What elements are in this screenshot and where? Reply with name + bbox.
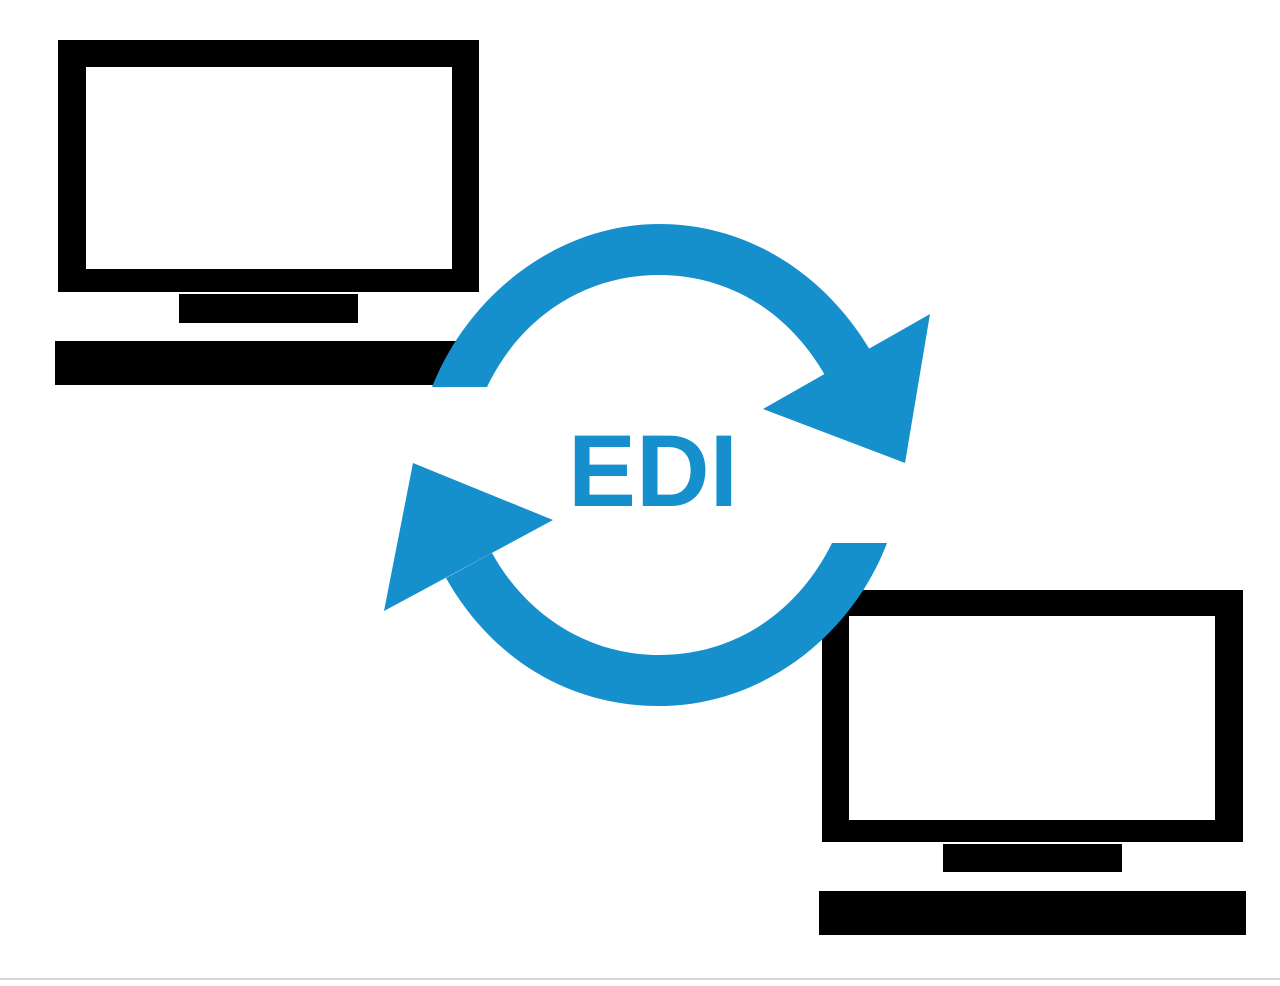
- keyboard-base: [55, 341, 475, 385]
- monitor-screen: [86, 67, 452, 269]
- upper-arrow-arc: [432, 224, 870, 387]
- keyboard-base: [819, 891, 1246, 935]
- bottom-divider: [0, 978, 1280, 980]
- edi-label: EDI: [568, 414, 738, 528]
- sync-arrows-icon: [384, 224, 930, 706]
- computer-icon-left: [55, 40, 479, 385]
- lower-arrow-head: [384, 463, 553, 611]
- computer-icon-right: [819, 590, 1246, 935]
- lower-arrow-arc: [446, 543, 887, 706]
- upper-arrow-head: [763, 314, 930, 463]
- monitor-stand: [943, 844, 1122, 872]
- monitor-stand: [179, 294, 358, 323]
- monitor-screen: [849, 616, 1215, 820]
